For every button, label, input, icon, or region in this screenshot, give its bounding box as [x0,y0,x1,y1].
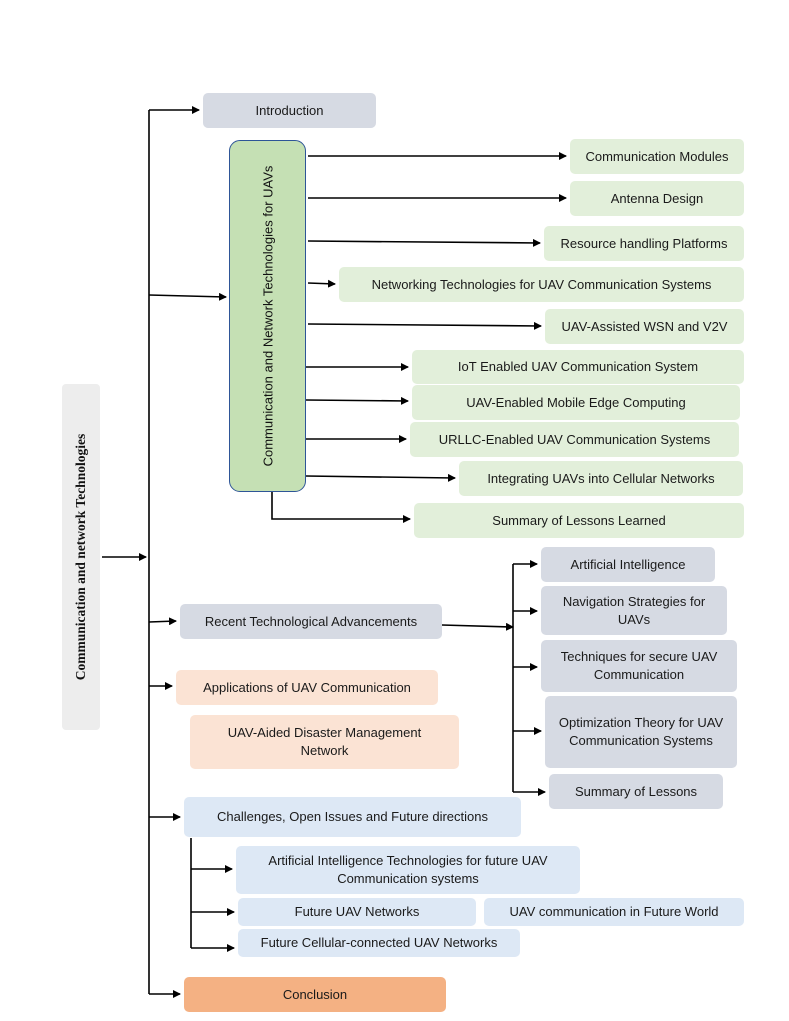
node-label: Future Cellular-connected UAV Networks [260,935,498,951]
node-disaster-management-label: UAV-Aided Disaster Management Network [227,725,422,758]
node-label: Integrating UAVs into Cellular Networks [487,470,715,486]
node-communication-modules: Communication Modules [570,139,744,174]
root-node: Communication and network Technologies [62,384,100,730]
node-challenges-label: Challenges, Open Issues and Future direc… [217,809,488,825]
node-wsn-v2v: UAV-Assisted WSN and V2V [545,309,744,344]
node-label: Communication Modules [585,148,729,164]
node-recent-advancements-label: Recent Technological Advancements [204,613,418,629]
node-ai-future-uav: Artificial Intelligence Technologies for… [236,846,580,894]
node-artificial-intelligence: Artificial Intelligence [541,547,715,582]
node-label: Antenna Design [610,190,704,206]
node-secure-communication: Techniques for secure UAV Communication [541,640,737,692]
node-label: Summary of Lessons Learned [492,512,666,528]
node-label: Resource handling Platforms [560,235,728,251]
node-iot-enabled: IoT Enabled UAV Communication System [412,350,744,384]
node-future-cellular-uav: Future Cellular-connected UAV Networks [238,929,520,957]
node-introduction: Introduction [203,93,376,128]
node-introduction-label: Introduction [255,102,324,118]
node-conclusion: Conclusion [184,977,446,1012]
node-urllc: URLLC-Enabled UAV Communication Systems [410,422,739,457]
node-label: Navigation Strategies for UAVs [562,593,706,627]
node-applications-label: Applications of UAV Communication [203,679,411,695]
node-label: UAV communication in Future World [509,904,719,920]
node-label: Optimization Theory for UAV Communicatio… [558,715,724,748]
node-summary-lessons: Summary of Lessons [549,774,723,809]
node-label: Networking Technologies for UAV Communic… [371,276,712,292]
node-conclusion-label: Conclusion [282,986,348,1002]
node-summary-lessons-learned: Summary of Lessons Learned [414,503,744,538]
node-antenna-design: Antenna Design [570,181,744,216]
node-challenges: Challenges, Open Issues and Future direc… [184,797,521,837]
node-label: UAV-Enabled Mobile Edge Computing [466,394,686,410]
node-label: IoT Enabled UAV Communication System [457,359,699,375]
node-uav-future-world: UAV communication in Future World [484,898,744,926]
node-label: Techniques for secure UAV Communication [560,649,718,682]
node-disaster-management: UAV-Aided Disaster Management Network [190,715,459,769]
node-comm-tech-label: Communication and Network Technologies f… [260,165,275,467]
node-cellular-integration: Integrating UAVs into Cellular Networks [459,461,743,496]
node-label: URLLC-Enabled UAV Communication Systems [438,431,711,447]
node-navigation-strategies: Navigation Strategies for UAVs [541,586,727,635]
node-comm-tech: Communication and Network Technologies f… [229,140,306,492]
root-label: Communication and network Technologies [73,433,88,681]
node-recent-advancements: Recent Technological Advancements [180,604,442,639]
node-label: Future UAV Networks [294,904,420,920]
node-label: UAV-Assisted WSN and V2V [561,318,728,334]
node-label: Artificial Intelligence [570,556,686,572]
node-label: Artificial Intelligence Technologies for… [268,853,548,886]
node-applications: Applications of UAV Communication [176,670,438,705]
node-mobile-edge-computing: UAV-Enabled Mobile Edge Computing [412,385,740,420]
node-label: Summary of Lessons [574,783,698,799]
node-resource-handling: Resource handling Platforms [544,226,744,261]
node-future-uav-networks: Future UAV Networks [238,898,476,926]
node-optimization-theory: Optimization Theory for UAV Communicatio… [545,696,737,768]
node-networking-technologies: Networking Technologies for UAV Communic… [339,267,744,302]
